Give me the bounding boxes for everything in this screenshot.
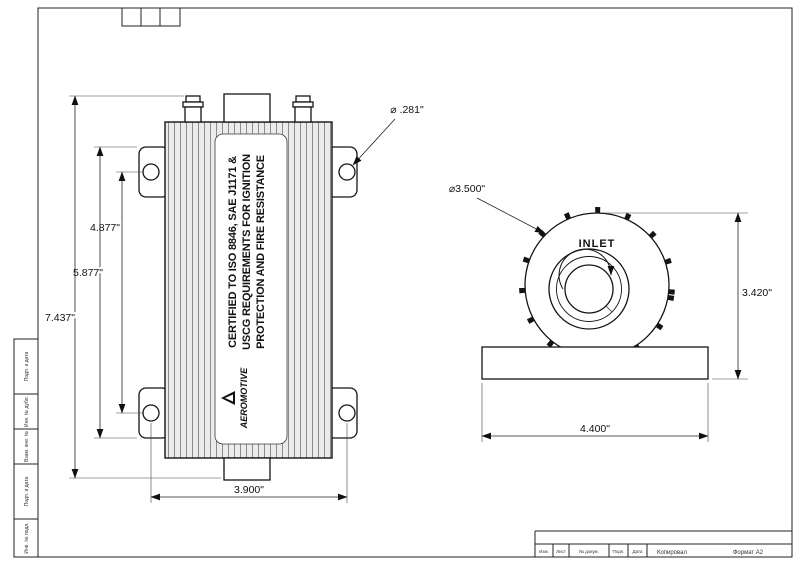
title-cell-podp: Подп.: [613, 549, 625, 554]
top-port: [223, 93, 271, 123]
dim-4400-label: 4.400": [580, 423, 610, 435]
title-cell-list: Лист: [556, 549, 566, 554]
cert-line-2: USCG REQUIREMENTS FOR IGNITION: [241, 154, 253, 350]
cert-line-1: CERTIFIED TO ISO 8846, SAE J1171 &: [227, 156, 239, 348]
callout-hole-diameter: ⌀ .281": [352, 102, 426, 166]
front-view: CERTIFIED TO ISO 8846, SAE J1171 & USCG …: [43, 93, 426, 503]
mounting-holes: [142, 163, 356, 422]
dimension-5877: 5.877": [71, 146, 137, 439]
sheet-frame: Подп. и дата Инв. № дубл. Взам. инв. № П…: [13, 7, 793, 558]
dim-3420-label: 3.420": [742, 287, 772, 299]
dimension-3420: 3.420": [604, 212, 774, 380]
terminal-bolt-left: [182, 95, 204, 123]
title-cell-docum: № докум.: [579, 549, 599, 554]
label-plate: [214, 133, 288, 445]
mounting-base: [481, 346, 709, 380]
callout-body-diameter: ⌀3.500": [447, 181, 545, 234]
title-cell-izm: Изм.: [539, 549, 549, 554]
dim-5877-label: 5.877": [73, 267, 103, 279]
left-margin-boxes: Подп. и дата Инв. № дубл. Взам. инв. № П…: [13, 338, 39, 558]
dimension-4877: 4.877": [88, 171, 144, 414]
callout-diameter-label: ⌀3.500": [449, 183, 486, 195]
margin-label-2: Взам. инв. №: [24, 431, 30, 462]
rib-tabs: [519, 207, 675, 363]
margin-label-3: Подп. и дата: [24, 477, 30, 507]
callout-hole-label: ⌀ .281": [390, 104, 424, 116]
cert-line-3: PROTECTION AND FIRE RESISTANCE: [255, 155, 267, 349]
dimension-4400: 4.400": [481, 383, 709, 442]
inlet-boss-outer: [548, 248, 630, 330]
margin-label-0: Подп. и дата: [24, 352, 30, 382]
dim-4877-label: 4.877": [90, 222, 120, 234]
certification-text: CERTIFIED TO ISO 8846, SAE J1171 & USCG …: [227, 154, 267, 350]
title-cell-data: Дата: [633, 549, 643, 554]
inlet-label: INLET: [579, 238, 616, 250]
dimension-3900: 3.900": [150, 423, 348, 503]
margin-label-4: Инв. № подл.: [24, 522, 30, 553]
title-copied-label: Копировал: [657, 550, 688, 556]
margin-label-1: Инв. № дубл.: [24, 396, 30, 427]
dim-7437-label: 7.437": [45, 312, 75, 324]
top-left-reference-box: [121, 7, 181, 27]
aeromotive-logo: AEROMOTIVE: [221, 367, 249, 430]
chamfer-tick: [605, 305, 613, 313]
bottom-port: [223, 457, 271, 481]
inlet-bore: [564, 264, 614, 314]
rotation-arrow: [558, 248, 615, 290]
inlet-boss-mid: [556, 256, 622, 322]
dimension-7437: 7.437": [43, 95, 221, 479]
aeromotive-logo-text: AEROMOTIVE: [239, 367, 249, 430]
dim-3900-label: 3.900": [234, 484, 264, 496]
terminal-bolt-right: [292, 95, 314, 123]
title-block: Изм. Лист № докум. Подп. Дата Копировал …: [534, 530, 792, 557]
end-view: INLET ⌀3.500" 3.420" 4.400": [447, 181, 774, 442]
title-format-label: Формат А2: [733, 550, 764, 556]
